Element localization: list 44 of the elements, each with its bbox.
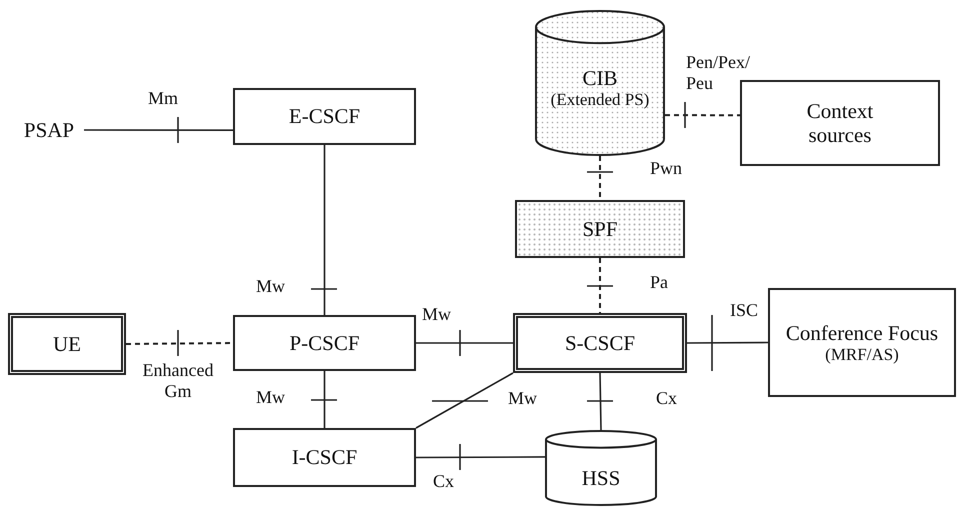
connector-line (416, 372, 514, 429)
interface-label: Pa (650, 272, 669, 293)
connector-line (324, 371, 326, 428)
process-box (233, 315, 416, 371)
node-label: (Extended PS) (550, 90, 650, 110)
process-box (233, 88, 416, 145)
process-box (740, 80, 940, 166)
node-label: E-CSCF (288, 104, 360, 129)
node-label: (MRF/AS) (825, 344, 899, 364)
node-label: CIB (582, 66, 618, 90)
process-box (8, 313, 126, 375)
node-label: PSAP (14, 117, 84, 143)
interface-label: Cx (433, 471, 456, 492)
process-box (513, 313, 687, 373)
node-label: UE (53, 332, 81, 356)
node-label: Context sources (806, 98, 874, 148)
interface-label: Mw (256, 387, 286, 408)
node-label: S-CSCF (564, 330, 636, 356)
interface-label: ISC (730, 300, 760, 321)
interface-label: Pen/Pex/ Peu (686, 52, 752, 94)
process-box (515, 200, 685, 258)
connector-line (687, 342, 768, 344)
process-box (768, 288, 956, 397)
connector-line (599, 258, 601, 313)
connector-line (599, 156, 601, 200)
connector-line (416, 456, 545, 458)
node-label: P-CSCF (289, 330, 360, 356)
node-label: SPF (582, 216, 618, 242)
node-label: I-CSCF (292, 445, 358, 470)
connector-line (599, 372, 602, 430)
interface-label: Mm (148, 88, 180, 109)
node-label: HSS (582, 466, 620, 490)
connector-line (416, 342, 513, 344)
interface-label: Mw (422, 304, 452, 325)
interface-label: Mw (508, 388, 538, 409)
connector-line (84, 129, 233, 131)
connector-line (324, 145, 326, 315)
process-box (233, 428, 416, 487)
interface-label: Pwn (650, 158, 684, 179)
connector-line (665, 114, 740, 116)
interface-label: Enhanced Gm (142, 360, 214, 402)
interface-label: Cx (656, 388, 678, 409)
node-label: Conference Focus (786, 320, 938, 345)
interface-label: Mw (256, 276, 286, 297)
